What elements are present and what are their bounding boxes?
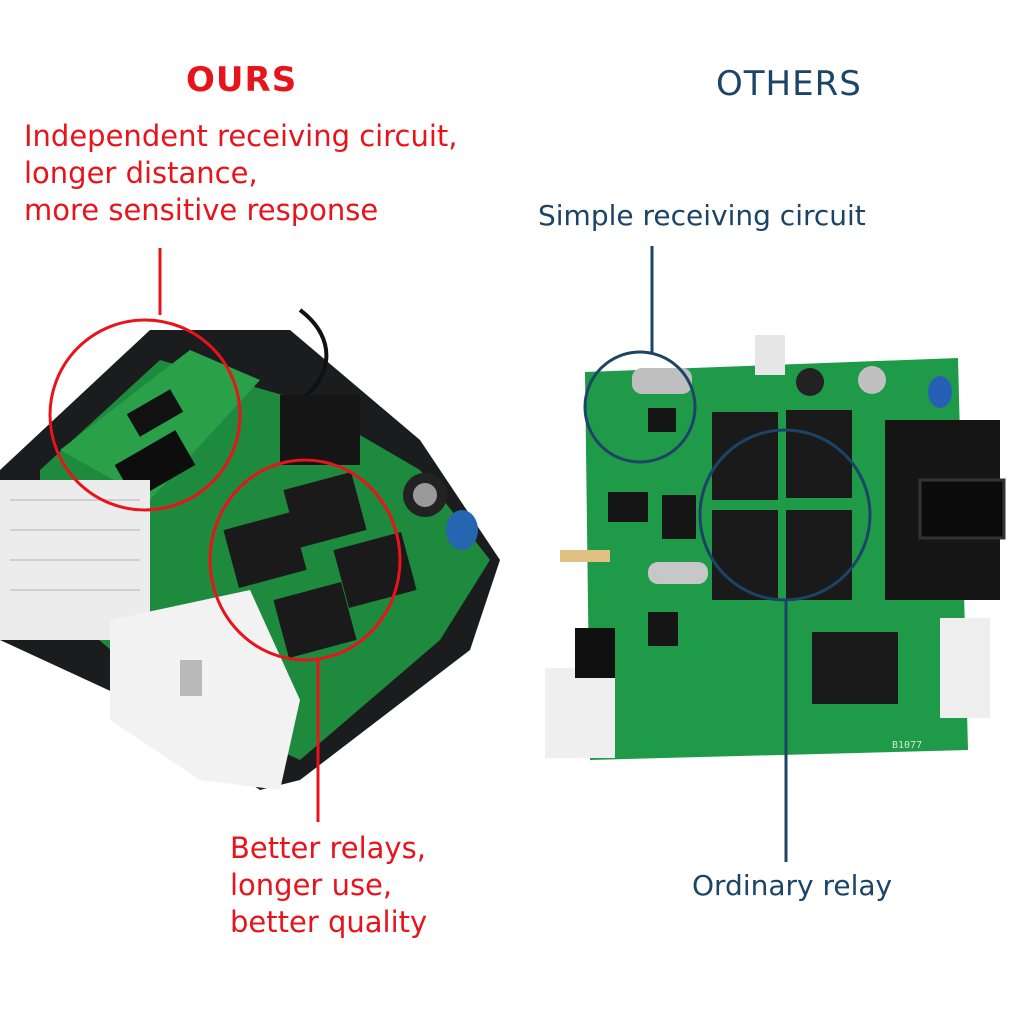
ours-title: OURS bbox=[186, 60, 298, 100]
ours-board-photo bbox=[0, 248, 500, 822]
others-receiver-callout: Simple receiving circuit bbox=[538, 199, 866, 232]
ours-relay-callout-line-2: longer use, bbox=[230, 868, 393, 902]
others-title: OTHERS bbox=[716, 64, 862, 104]
ours-relay-callout-line-3: better quality bbox=[230, 905, 428, 939]
others-relay-callout: Ordinary relay bbox=[692, 869, 893, 902]
ours-relay-callout: Better relays, longer use, better qualit… bbox=[230, 830, 427, 941]
ours-receiver-callout-line-3: more sensitive response bbox=[24, 193, 379, 227]
ours-receiver-callout-line-1: Independent receiving circuit, bbox=[24, 119, 458, 153]
ours-relay-callout-line-1: Better relays, bbox=[230, 831, 426, 865]
ours-receiver-callout-line-2: longer distance, bbox=[24, 156, 258, 190]
others-board-code: B1077 bbox=[892, 740, 922, 751]
others-board-photo: B1077 bbox=[545, 246, 1006, 862]
ours-receiver-callout: Independent receiving circuit, longer di… bbox=[24, 118, 458, 229]
